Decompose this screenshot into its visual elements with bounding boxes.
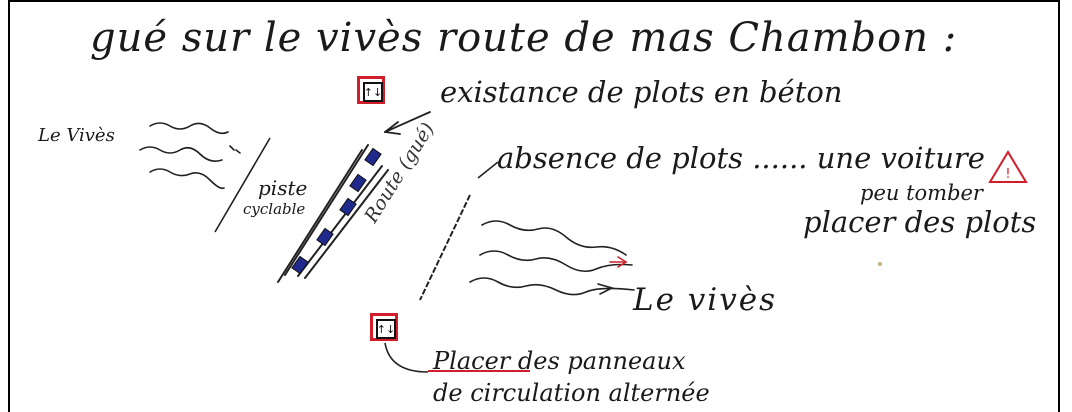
riverbank-left (214, 137, 271, 233)
note-absence-line2: peu tomber (860, 181, 983, 205)
arrow-to-blocks (384, 111, 431, 135)
note-absence-line3: placer des plots (803, 205, 1037, 239)
note-existence-blocks: existance de plots en béton (440, 75, 843, 109)
note-panels-line1: Placer des panneaux (433, 347, 686, 375)
traffic-sign-top: ↑↓ (357, 76, 385, 104)
river-waves-left (139, 122, 241, 190)
note-absence-line1: absence de plots ...... une voiture (497, 141, 985, 175)
river-waves-right (469, 220, 635, 296)
ink-dot (878, 262, 882, 266)
riverbank-right (419, 194, 471, 301)
two-way-arrows-icon: ↑↓ (376, 319, 396, 339)
cycle-track-lines (277, 144, 389, 283)
concrete-block (364, 147, 382, 167)
label-piste: piste (258, 176, 308, 200)
note-panels-line2: de circulation alternée (433, 379, 710, 407)
two-way-arrows-icon: ↑↓ (363, 82, 383, 102)
warning-icon: ! (988, 150, 1028, 183)
concrete-block (339, 197, 357, 217)
concrete-block (316, 227, 334, 247)
concrete-block (291, 255, 309, 275)
page-border (8, 0, 1060, 412)
pointer-absence (477, 161, 499, 179)
label-cyclable: cyclable (243, 200, 306, 218)
traffic-sign-bottom: ↑↓ (370, 313, 398, 341)
warning-symbol: ! (1005, 167, 1010, 182)
label-river-left: Le Vivès (38, 125, 115, 146)
label-river-right: Le vivès (633, 282, 777, 318)
concrete-blocks (291, 147, 382, 275)
concrete-block (349, 173, 367, 193)
connector-bottom-sign (384, 342, 429, 373)
page-title: gué sur le vivès route de mas Chambon : (90, 15, 958, 61)
